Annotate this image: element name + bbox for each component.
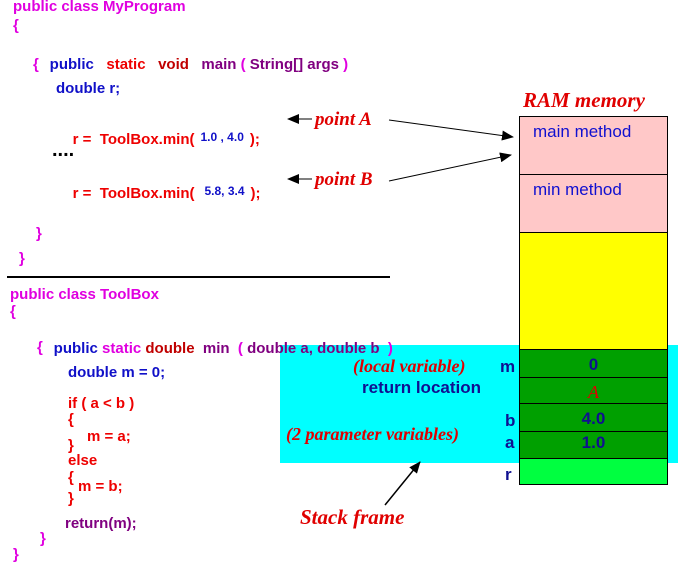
min-sig-double: double — [145, 340, 195, 357]
main-signature: public static void main ( String[] args … — [33, 38, 348, 92]
myprogram-class-line: public class MyProgram — [13, 0, 186, 15]
min-decl-m: double m = 0; — [68, 364, 166, 381]
call-b-close: ); — [250, 185, 261, 202]
toolbox-close-brace: } — [13, 546, 19, 563]
min-sig-paren-close: ) — [387, 340, 393, 357]
ram-main-method-block — [519, 116, 668, 175]
min-sig-static: static — [102, 340, 142, 357]
min-sig-min: min — [202, 340, 230, 357]
main-sig-static: static — [106, 56, 146, 73]
min-method-label: min method — [533, 180, 622, 199]
min-close-brace: } — [40, 530, 46, 547]
assign-m-a: m = a; — [87, 428, 131, 445]
call-b-call: ToolBox.min( — [99, 185, 195, 202]
call-a-prefix: r = — [72, 131, 92, 148]
min-sig-paren-open: ( — [237, 340, 243, 357]
min-sig-params: double a, double b — [247, 340, 380, 357]
var-label-r: r — [505, 465, 512, 484]
if-close-brace: } — [68, 437, 74, 454]
point-b-right-arrow — [388, 152, 512, 182]
else-close-brace: } — [68, 490, 74, 507]
main-open-brace: { — [33, 56, 39, 73]
call-b-prefix: r = — [72, 185, 92, 202]
cell-value-a: 1.0 — [581, 433, 606, 452]
cell-value-return: A — [588, 382, 599, 402]
point-b-label: point B — [315, 169, 373, 190]
call-a-call: ToolBox.min( — [99, 131, 195, 148]
var-label-m: m — [500, 357, 516, 376]
ram-cell-b — [519, 403, 668, 432]
point-a-label: point A — [315, 109, 372, 130]
call-b-line: r = ToolBox.min( 5.8, 3.4); — [56, 167, 261, 221]
cell-value-m: 0 — [588, 355, 599, 374]
toolbox-class-line: public class ToolBox — [10, 286, 159, 303]
var-label-a: a — [505, 433, 515, 452]
param-variables-label: (2 parameter variables) — [286, 424, 459, 444]
main-sig-params: String[] args — [249, 56, 339, 73]
if-line: if ( a < b ) — [68, 395, 135, 412]
call-dots: .... — [52, 139, 75, 161]
var-label-b: b — [505, 411, 516, 430]
main-method-label: main method — [533, 122, 632, 141]
main-sig-paren-close: ) — [343, 56, 349, 73]
else-keyword: else — [68, 452, 98, 469]
if-open-brace: { — [68, 411, 74, 428]
ram-cell-a — [519, 431, 668, 459]
local-variable-label: (local variable) — [353, 356, 466, 376]
min-sig-public: public — [53, 340, 98, 357]
min-signature: public static double min ( double a, dou… — [37, 322, 393, 376]
ram-cell-r — [519, 458, 668, 485]
ram-memory-title: RAM memory — [523, 88, 645, 112]
main-sig-main: main — [201, 56, 237, 73]
call-a-args: 1.0 , 4.0 — [200, 130, 244, 144]
ram-free-block — [519, 232, 668, 350]
assign-m-b: m = b; — [78, 478, 123, 495]
main-sig-paren-open: ( — [240, 56, 246, 73]
ram-cell-m — [519, 349, 668, 378]
main-sig-void: void — [158, 56, 189, 73]
else-open-brace: { — [68, 469, 74, 486]
main-sig-public: public — [49, 56, 94, 73]
point-a-right-arrow — [388, 119, 514, 141]
call-a-line: r = ToolBox.min( 1.0 , 4.0); — [56, 113, 260, 167]
call-a-close: ); — [249, 131, 260, 148]
stack-frame-arrow — [384, 461, 421, 506]
call-b-args: 5.8, 3.4 — [204, 184, 245, 198]
myprogram-open-brace: { — [13, 17, 19, 34]
min-open-brace: { — [37, 339, 43, 356]
toolbox-open-brace: { — [10, 303, 16, 320]
return-line: return(m); — [65, 515, 137, 532]
stack-frame-label: Stack frame — [300, 505, 405, 529]
main-decl-r: double r; — [56, 80, 121, 97]
main-close-brace: } — [36, 225, 42, 242]
myprogram-close-brace: } — [19, 250, 25, 267]
return-location-label: return location — [362, 378, 482, 397]
cell-value-b: 4.0 — [581, 409, 606, 428]
